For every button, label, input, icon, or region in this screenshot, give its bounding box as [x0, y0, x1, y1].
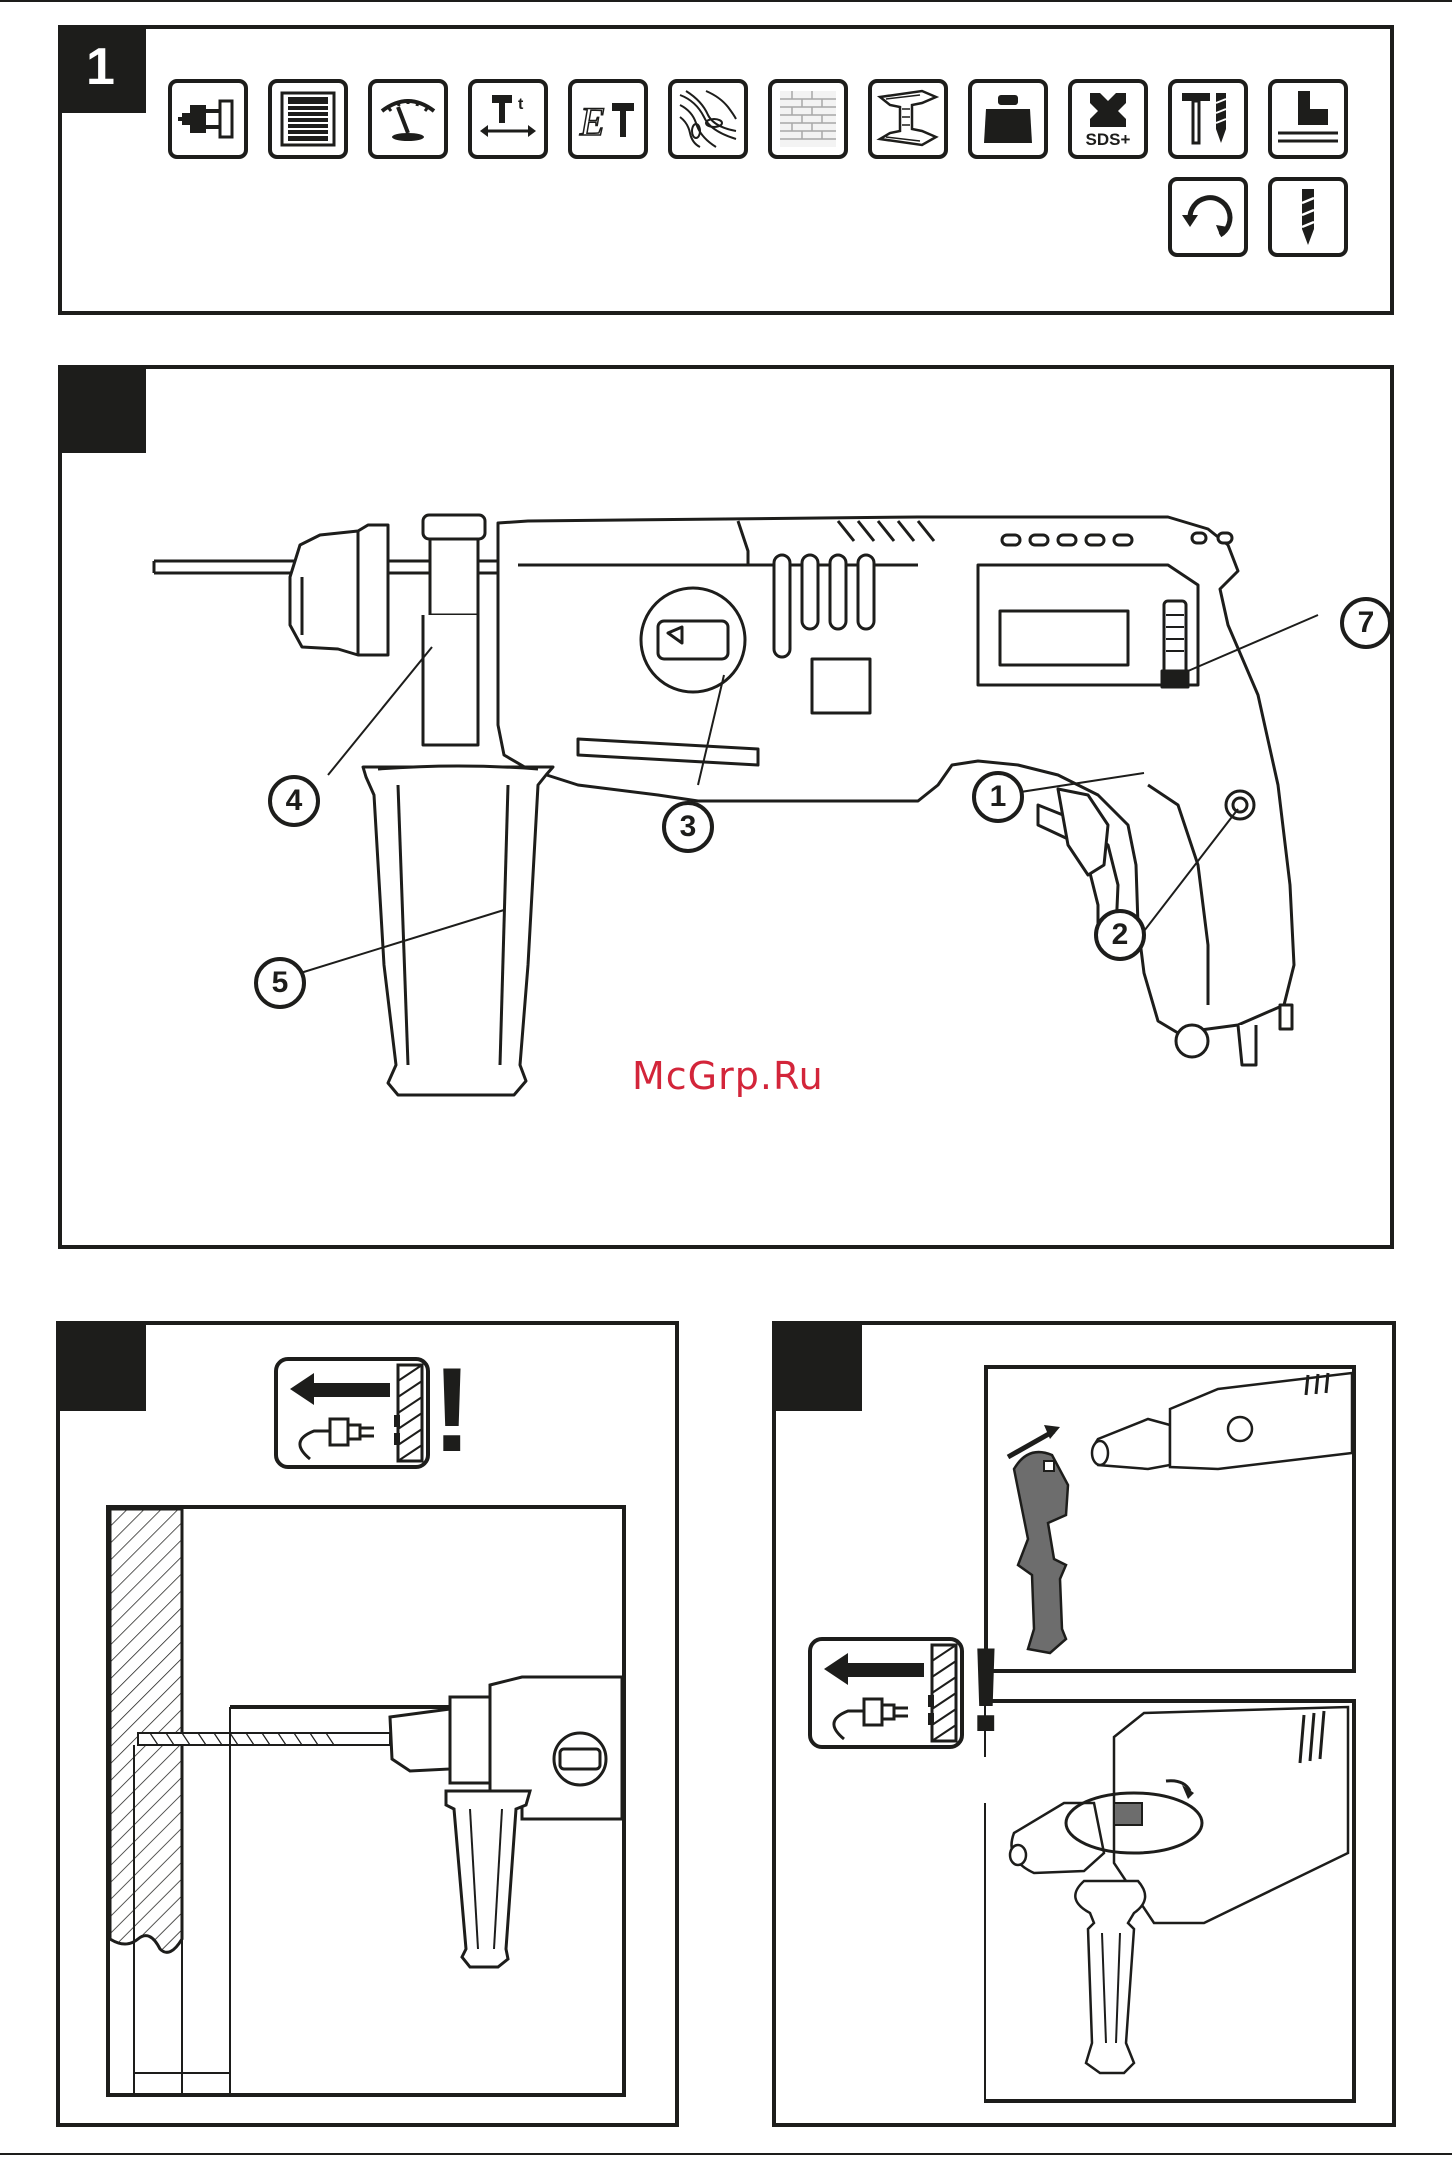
warning-exclamation: !	[432, 1345, 472, 1475]
top-rule	[0, 0, 1452, 2]
watermark: McGrp.Ru	[632, 1054, 824, 1098]
rotation-icon	[1168, 177, 1248, 257]
impact-energy-icon: E	[568, 79, 648, 159]
sds-plus-label: SDS+	[1086, 130, 1131, 149]
figure-4-panel: !	[772, 1321, 1396, 2127]
wood-icon	[668, 79, 748, 159]
drill-bit-icon	[1268, 177, 1348, 257]
hammer-drill-illustration	[58, 365, 1394, 1249]
depth-stop-icon	[1268, 79, 1348, 159]
figure-3-panel: !	[56, 1321, 679, 2127]
hammer-drill-icon	[1168, 79, 1248, 159]
figure-1-panel: 1	[58, 25, 1394, 315]
svg-text:E: E	[579, 99, 604, 144]
callout-7: 7	[1340, 597, 1392, 649]
figure-1-number: 1	[86, 37, 115, 97]
handle-slide-drawing	[984, 1365, 1356, 1673]
handle-rotate-drawing	[984, 1699, 1356, 2103]
gauge-icon	[368, 79, 448, 159]
motor-icon	[268, 79, 348, 159]
figure-3-tab	[60, 1325, 146, 1411]
hammer-stroke-icon: t	[468, 79, 548, 159]
weight-icon	[968, 79, 1048, 159]
brick-icon	[768, 79, 848, 159]
figure-2-panel: 1 2 3 4 5 7	[58, 365, 1394, 1249]
svg-text:t: t	[518, 96, 524, 113]
unplug-warning-icon-2	[808, 1637, 964, 1749]
callout-4: 4	[268, 775, 320, 827]
callout-5: 5	[254, 957, 306, 1009]
depth-stop-drawing	[106, 1505, 626, 2097]
steel-beam-icon	[868, 79, 948, 159]
plug-icon	[168, 79, 248, 159]
callout-2: 2	[1094, 909, 1146, 961]
callout-3: 3	[662, 801, 714, 853]
callout-1: 1	[972, 771, 1024, 823]
figure-4-tab	[776, 1325, 862, 1411]
sds-plus-icon: SDS+	[1068, 79, 1148, 159]
bottom-rule	[0, 2153, 1452, 2155]
unplug-warning-icon	[274, 1357, 430, 1469]
figure-1-tab: 1	[62, 29, 146, 113]
